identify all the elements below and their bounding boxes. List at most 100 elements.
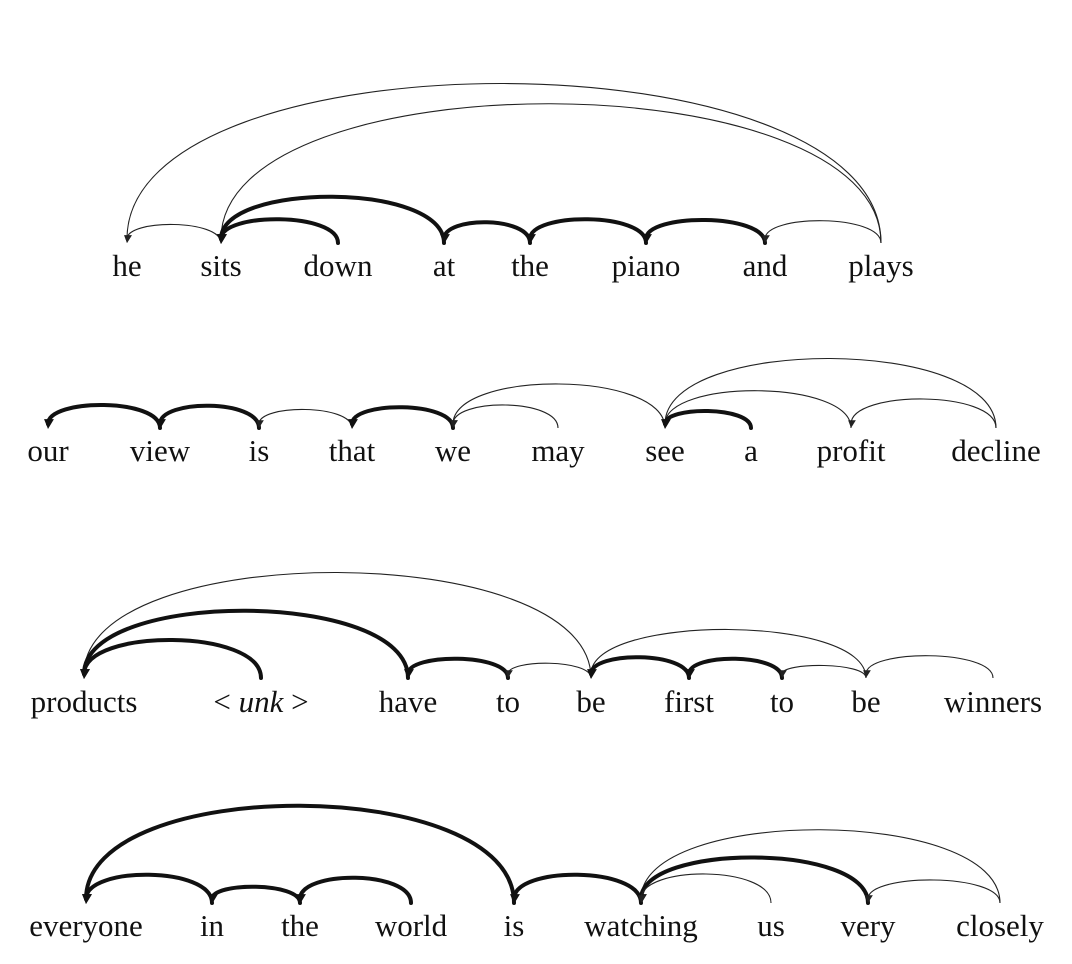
arrowhead-s2-1-to-0 <box>44 419 54 429</box>
arrowhead-s2-7-to-6 <box>661 419 671 429</box>
arrowhead-s3-1-to-0 <box>80 669 90 679</box>
arrowhead-s1-1-to-0 <box>124 235 132 243</box>
arrowhead-s4-2-to-1 <box>208 894 218 904</box>
word-s3-0: products <box>30 684 138 719</box>
arc-s1-7-to-6 <box>764 220 882 244</box>
word-s1-1: sits <box>200 248 242 283</box>
word-s3-1: < unk > <box>213 684 309 719</box>
word-s3-2: have <box>378 684 438 719</box>
arc-s2-9-to-6 <box>664 358 997 429</box>
word-s4-8: closely <box>956 908 1044 943</box>
arc-s4-2-to-1 <box>210 884 302 905</box>
arc-s3-6-to-5 <box>687 656 784 680</box>
word-s3-4: be <box>576 684 606 719</box>
arrowhead-s2-5-to-4 <box>450 420 458 428</box>
arc-s3-7-to-6 <box>781 664 867 679</box>
word-s2-6: see <box>645 433 685 468</box>
arrowhead-s4-3-to-2 <box>296 894 306 904</box>
word-s3-7: be <box>851 684 881 719</box>
arc-s4-3-to-2 <box>298 875 413 905</box>
word-s1-0: he <box>112 248 142 283</box>
word-s2-7: a <box>744 433 758 468</box>
arrowhead-s1-7-to-6 <box>762 235 770 243</box>
arc-s4-8-to-7 <box>867 879 1001 904</box>
word-s2-0: our <box>27 433 69 468</box>
word-s4-5: watching <box>584 908 698 943</box>
arc-s2-6-to-4 <box>452 383 666 429</box>
arc-s1-2-to-1 <box>219 217 340 245</box>
arc-s4-5-to-4 <box>512 872 643 905</box>
word-s2-8: profit <box>816 433 886 468</box>
word-s2-5: may <box>531 433 585 468</box>
arrowhead-s1-5-to-4 <box>526 234 536 244</box>
word-s3-5: first <box>664 684 714 719</box>
arc-s2-8-to-6 <box>664 390 852 429</box>
word-s4-2: the <box>281 908 319 943</box>
arc-s4-4-to-0 <box>84 803 516 905</box>
word-s1-4: the <box>511 248 549 283</box>
arc-s3-7-to-4 <box>590 628 867 679</box>
arc-s3-3-to-2 <box>406 656 510 680</box>
arc-s3-4-to-3 <box>507 662 592 679</box>
word-s4-6: us <box>757 908 785 943</box>
arc-s1-4-to-3 <box>442 220 532 245</box>
arrowhead-s3-8-to-7 <box>863 670 871 678</box>
arc-s3-5-to-4 <box>589 655 691 680</box>
arc-s3-4-to-0 <box>83 571 592 679</box>
word-s1-3: at <box>432 248 456 283</box>
arrowhead-s1-2-to-1 <box>217 234 227 244</box>
arrowhead-s2-3-to-2 <box>256 420 264 428</box>
arc-s2-7-to-6 <box>663 409 753 430</box>
arrowhead-s2-9-to-8 <box>848 420 856 428</box>
word-s3-3: to <box>495 684 521 719</box>
arc-s2-4-to-3 <box>350 405 455 430</box>
word-s1-2: down <box>303 248 373 283</box>
word-s1-6: and <box>742 248 788 283</box>
word-s2-2: is <box>248 433 270 468</box>
arrowhead-s3-7-to-6 <box>779 670 787 678</box>
arc-s4-8-to-5 <box>640 829 1001 904</box>
word-s4-1: in <box>199 908 225 943</box>
arc-s2-9-to-8 <box>850 398 997 429</box>
word-s3-8: winners <box>943 684 1043 719</box>
arc-s2-3-to-2 <box>258 408 353 429</box>
arrowhead-s3-6-to-5 <box>685 669 695 679</box>
arc-s4-6-to-5 <box>640 873 772 904</box>
arrowhead-s4-8-to-7 <box>865 895 873 903</box>
arc-s1-7-to-0 <box>126 83 882 244</box>
word-s2-3: that <box>328 433 376 468</box>
arrowhead-s1-6-to-5 <box>642 234 652 244</box>
word-s2-1: view <box>129 433 191 468</box>
word-s1-7: plays <box>848 248 914 283</box>
arc-s1-6-to-5 <box>644 218 767 245</box>
arrowhead-s4-5-to-4 <box>510 894 520 904</box>
word-s3-6: to <box>769 684 795 719</box>
arc-s3-8-to-7 <box>865 655 994 679</box>
word-s4-7: very <box>840 908 896 943</box>
arc-s3-1-to-0 <box>82 638 263 680</box>
arrowhead-s3-4-to-3 <box>505 670 513 678</box>
arrowhead-s3-5-to-4 <box>587 669 597 679</box>
arc-s4-7-to-5 <box>639 855 870 905</box>
arc-s1-7-to-1 <box>220 103 882 244</box>
arrowhead-s4-1-to-0 <box>82 894 92 904</box>
arrowhead-s3-3-to-2 <box>404 669 414 679</box>
arrowhead-s1-4-to-3 <box>440 234 450 244</box>
arrowhead-s2-2-to-1 <box>156 419 166 429</box>
word-s4-0: everyone <box>29 908 143 943</box>
arc-s4-1-to-0 <box>84 872 214 905</box>
arc-s2-1-to-0 <box>46 403 162 430</box>
arrowhead-s4-6-to-5 <box>638 895 646 903</box>
word-s1-5: piano <box>611 248 681 283</box>
arc-s3-2-to-0 <box>82 608 410 680</box>
arc-s1-1-to-0 <box>126 223 222 244</box>
word-s2-9: decline <box>951 433 1041 468</box>
arc-s2-5-to-4 <box>452 404 559 429</box>
arc-s1-5-to-4 <box>528 217 648 245</box>
word-s4-3: world <box>374 908 448 943</box>
word-s4-4: is <box>503 908 525 943</box>
arrowhead-s2-4-to-3 <box>348 419 358 429</box>
arc-s2-2-to-1 <box>158 403 261 430</box>
